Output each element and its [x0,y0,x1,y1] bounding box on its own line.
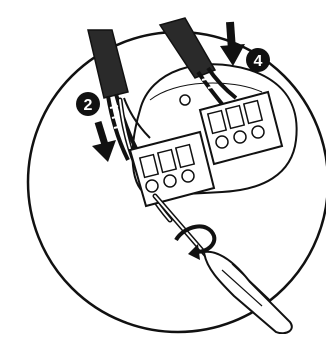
step-2-number: 2 [84,97,93,114]
step-4-badge: 4 [246,48,270,72]
step-2-badge: 2 [76,92,100,116]
step-4-number: 4 [254,53,263,70]
